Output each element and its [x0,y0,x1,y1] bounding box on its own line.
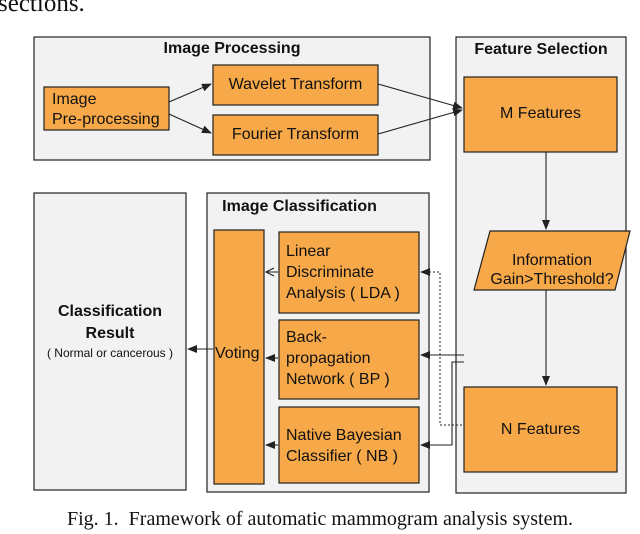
voting-box [213,229,265,485]
lda-line3: Analysis ( LDA ) [286,285,400,302]
arrow-pre-to-wavelet [168,83,212,103]
m-features-label: M Features [500,105,581,122]
lda-box [278,231,420,314]
n-features-box [463,386,618,473]
n-features-label: N Features [500,421,581,438]
decision-box [473,230,631,291]
wavelet-box [212,64,379,106]
nb-line2: Classifier ( NB ) [286,448,399,465]
fourier-label: Fourier Transform [231,126,360,143]
arrow-pre-to-fourier [168,113,212,134]
image-classification-title: Image Classification [222,198,377,215]
arrow-wavelet-to-m [377,83,463,110]
arrow-fourier-to-m [377,108,463,135]
nb-box [278,406,420,484]
result-title: Classification Result [34,301,186,345]
figure-caption: Fig. 1. Framework of automatic mammogram… [66,508,574,530]
classification-result-panel [33,192,187,491]
arrow-n-to-lda [420,268,462,426]
preprocessing-line2: Pre-processing [52,111,160,128]
bp-box [278,319,420,400]
decision-label: Information Gain>Threshold? [474,251,630,289]
decision-line1: Information [511,252,593,269]
fourier-box [212,114,379,156]
feature-selection-title: Feature Selection [474,41,608,58]
bp-label: Back- propagation Network ( BP ) [286,327,390,390]
bp-line2: propagation [286,350,371,367]
lda-label: Linear Discriminate Analysis ( LDA ) [286,241,400,304]
wavelet-label: Wavelet Transform [228,76,363,93]
decision-line2: Gain>Threshold? [490,271,614,288]
image-processing-title: Image Processing [163,40,301,57]
result-title-line2: Result [85,325,135,342]
lda-line2: Discriminate [286,264,375,281]
voting-label: Voting [215,345,260,362]
preprocessing-line1: Image [52,91,97,108]
top-text: sections. [0,0,85,17]
arrow-n-to-nb [420,361,464,449]
bp-line3: Network ( BP ) [286,371,390,388]
preprocessing-label: Image Pre-processing [52,90,160,130]
bp-line1: Back- [286,329,327,346]
result-title-line1: Classification [57,303,163,320]
nb-label: Native Bayesian Classifier ( NB ) [286,425,402,467]
lda-line1: Linear [286,243,331,260]
m-features-box [463,76,618,153]
result-subtitle: ( Normal or cancerous ) [46,346,174,360]
preprocessing-box [43,86,170,131]
nb-line1: Native Bayesian [286,427,402,444]
